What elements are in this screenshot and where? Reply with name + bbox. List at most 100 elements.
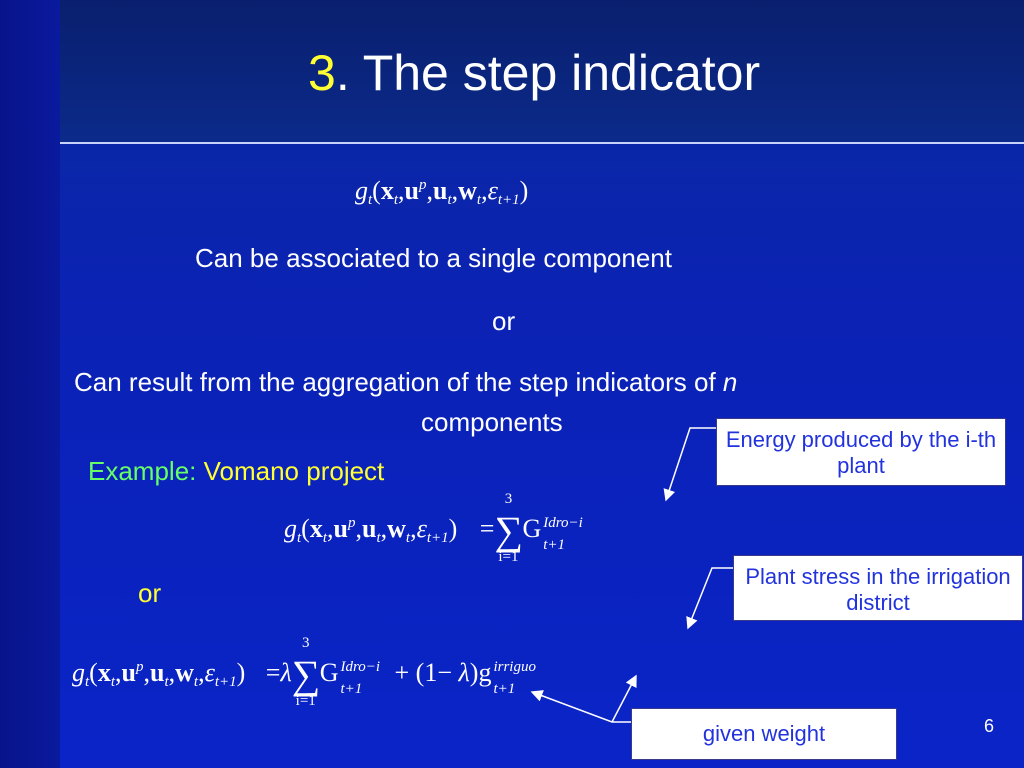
callout-stress: Plant stress in the irrigation district — [733, 555, 1023, 621]
f3-sum: 3∑i=1 — [291, 635, 321, 709]
f3-comma4: , — [198, 658, 205, 687]
f3-g: g — [72, 658, 85, 687]
f2-u2: u — [361, 514, 377, 543]
f3-comma1: , — [115, 658, 122, 687]
f3-eps-sub: t+1 — [214, 674, 237, 690]
f3-comma3: , — [168, 658, 176, 687]
f3-w-sub: t — [193, 674, 199, 690]
f2-comma3: , — [380, 514, 388, 543]
f3-plus: + (1− — [394, 658, 459, 687]
f2-equals: = — [479, 514, 495, 543]
f2-u: u — [333, 514, 348, 543]
f2-g-sub: t — [297, 530, 302, 546]
f2-sum: 3∑i=1 — [494, 491, 523, 565]
line-or-2: or — [138, 578, 162, 608]
f1-u: u — [404, 176, 419, 205]
f1-u-sup: p — [418, 177, 427, 193]
f2-sum-top: 3 — [504, 491, 513, 508]
example-line: Example: Vomano project — [88, 455, 384, 487]
f3-w: w — [175, 658, 194, 687]
f2-w-sub: t — [405, 530, 411, 546]
f2-w: w — [387, 514, 406, 543]
f2-G-scripts: Idro−i t+1 — [541, 515, 589, 553]
callout-energy: Energy produced by the i-th plant — [716, 418, 1006, 486]
f3-g2-sup: irriguo — [493, 659, 536, 676]
f2-G-sub: t+1 — [543, 537, 566, 554]
f1-x: x — [380, 176, 394, 205]
aggregation-prefix: Can result from the aggregation of the s… — [74, 367, 723, 397]
f3-u-sup: p — [135, 659, 144, 675]
arrow-stress — [686, 567, 733, 630]
page-number: 6 — [984, 716, 995, 736]
f3-G: G — [319, 658, 339, 687]
f1-g: g — [355, 176, 368, 205]
formula-main: gt(xt,up,ut,wt,εt+1) — [355, 170, 528, 215]
f3-lambda: λ — [280, 658, 292, 687]
f3-x-sub: t — [110, 674, 116, 690]
f2-sum-sym: ∑ — [494, 508, 523, 554]
f3-comma2: , — [143, 658, 150, 687]
example-project: Vomano project — [203, 456, 385, 486]
f3-eps: ε — [204, 658, 215, 687]
line-or: or — [492, 306, 516, 336]
f1-u2-sub: t — [447, 192, 452, 208]
f2-lparen: ( — [301, 514, 310, 543]
slide-title: 3. The step indicator — [308, 42, 760, 104]
f1-x-sub: t — [393, 192, 399, 208]
f3-u2-sub: t — [164, 674, 169, 690]
f3-g2: g — [478, 658, 492, 687]
f3-lambda2: λ — [458, 658, 470, 687]
f3-g-sub: t — [85, 674, 90, 690]
left-band — [0, 0, 60, 768]
title-bar — [60, 0, 1024, 142]
f2-eps-sub: t+1 — [426, 530, 449, 546]
aggregation-n: n — [722, 367, 738, 397]
f1-w: w — [458, 176, 477, 205]
f3-G-sup: Idro−i — [340, 659, 381, 676]
f2-x-sub: t — [322, 530, 328, 546]
f3-sum-bot: i=1 — [295, 693, 316, 710]
f3-G-sub: t+1 — [340, 681, 363, 698]
f3-sum-top: 3 — [301, 635, 310, 652]
f3-u2: u — [149, 658, 165, 687]
f3-u: u — [121, 658, 136, 687]
f3-g2-sub: t+1 — [493, 681, 516, 698]
f3-g2-scripts: irriguo t+1 — [491, 659, 551, 697]
f2-eps: ε — [416, 514, 427, 543]
title-number: 3 — [308, 45, 336, 101]
line-components: components — [421, 407, 563, 437]
line-aggregation: Can result from the aggregation of the s… — [74, 366, 737, 398]
f2-G-sup: Idro−i — [543, 515, 583, 532]
f1-lparen: ( — [372, 176, 381, 205]
f3-lparen: ( — [89, 658, 98, 687]
f1-comma3: , — [451, 176, 459, 205]
arrow-energy — [663, 427, 716, 502]
f2-u-sup: p — [347, 515, 356, 531]
f2-u2-sub: t — [376, 530, 381, 546]
f2-comma4: , — [410, 514, 417, 543]
f1-comma1: , — [398, 176, 405, 205]
title-rule — [60, 142, 1024, 144]
f1-comma4: , — [481, 176, 488, 205]
line-single-component: Can be associated to a single component — [195, 243, 672, 273]
f1-comma2: , — [426, 176, 433, 205]
f1-g-sub: t — [368, 192, 373, 208]
f2-G: G — [522, 514, 542, 543]
example-label: Example: — [88, 456, 204, 486]
title-text: . The step indicator — [335, 45, 761, 101]
f2-comma2: , — [355, 514, 362, 543]
f2-sum-bot: i=1 — [498, 549, 519, 566]
f2-rparen: ) — [448, 514, 458, 543]
f3-G-scripts: Idro−i t+1 — [339, 659, 395, 697]
f1-rparen: ) — [519, 176, 529, 205]
f1-eps: ε — [487, 176, 498, 205]
f1-u2: u — [432, 176, 448, 205]
f1-eps-sub: t+1 — [497, 192, 520, 208]
f3-sum-sym: ∑ — [291, 652, 321, 698]
f3-x: x — [97, 658, 111, 687]
f2-g: g — [284, 514, 297, 543]
f1-w-sub: t — [476, 192, 482, 208]
